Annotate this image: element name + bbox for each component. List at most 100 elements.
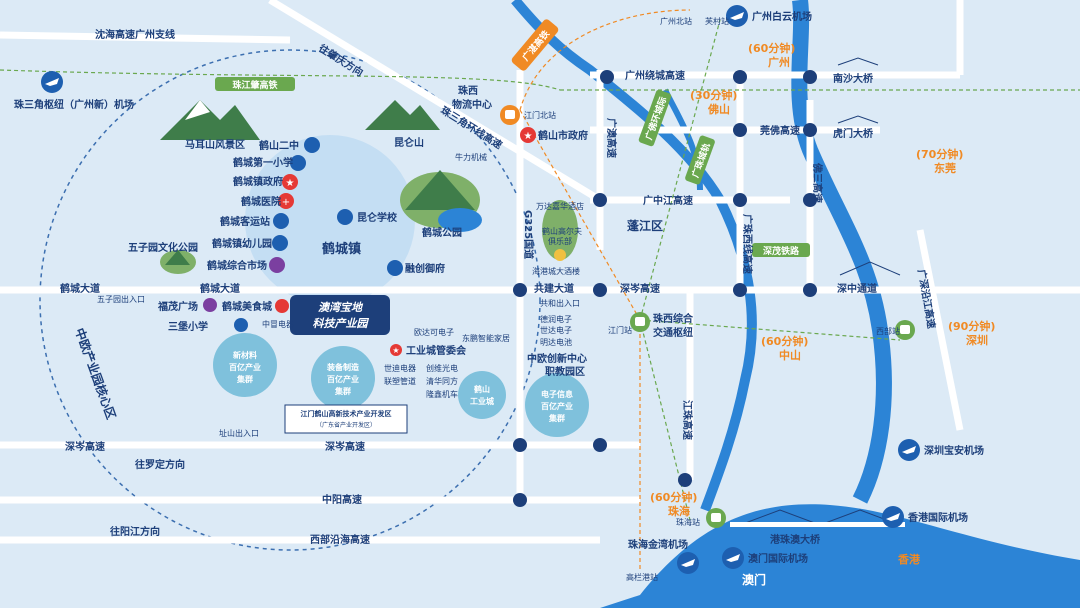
wuzi-park-hill [160, 250, 196, 274]
label-fumao: 福茂广场 [157, 300, 198, 313]
label-heshan-town: 鹤城镇 [322, 241, 361, 257]
label-longxi: 隆鑫机车 [426, 389, 458, 399]
label-furong: 芙村站 [705, 16, 729, 26]
label-hzm-bridge: 港珠澳大桥 [770, 533, 821, 546]
train-station-icon [500, 105, 520, 125]
cluster-heshan-ind-l2: 工业城 [470, 396, 494, 406]
interchange-nodes [513, 70, 817, 507]
label-shencen-east: 深岑高速 [620, 282, 660, 295]
label-gongjian: 共建大道 [534, 282, 574, 295]
label-golf-1: 鹤山高尔夫 [542, 226, 582, 236]
label-guangzhou-ring: 广州绕城高速 [625, 69, 685, 82]
label-rongchuang: 融创御府 [405, 262, 445, 275]
label-guangzhu-west: 广珠西线高速 [741, 214, 754, 274]
label-to-luoding: 往罗定方向 [135, 458, 185, 471]
label-zhuhai-jinwan: 珠海金湾机场 [628, 538, 688, 551]
label-niuli: 牛力机械 [455, 152, 487, 162]
hospital-icon: + [278, 193, 294, 209]
train-station-icon [706, 508, 726, 528]
label-heshan-park: 鹤城公园 [421, 226, 462, 239]
label-zhishan-exit: 址山出入口 [219, 428, 259, 438]
train-station-icon [895, 320, 915, 340]
hzm-bridge-deck [730, 522, 905, 527]
label-sz-airport: 深圳宝安机场 [924, 444, 984, 457]
market-icon [203, 298, 217, 312]
shenmao-rail-badge: 深茂铁路 [752, 243, 810, 257]
school-icon [290, 155, 306, 171]
label-sz-time: (90分钟) [948, 319, 995, 333]
food-icon [275, 299, 289, 313]
heshan-park-hill [400, 170, 482, 232]
label-zhuxi-hub-2: 交通枢纽 [653, 326, 693, 339]
dev-zone-l1: 江门鹤山高新技术产业开发区 [301, 409, 392, 418]
label-heshan-road: 鹤城大道 [199, 282, 240, 295]
label-shenhai-branch: 沈海高速广州支线 [95, 28, 175, 41]
project-logo-l1: 澳湾宝地 [318, 301, 364, 314]
label-shida: 世达电子 [540, 325, 572, 335]
cluster-heshan-ind-l1: 鹤山 [474, 384, 490, 394]
label-zs-time: (60分钟) [761, 334, 808, 348]
label-chuangwei: 创维光电 [426, 363, 458, 373]
train-station-icon [630, 312, 650, 332]
market-icon [269, 257, 285, 273]
label-wanda: 万达嘉华酒店 [536, 201, 584, 211]
label-kunlun-school: 昆仑学校 [357, 211, 398, 224]
label-zhongou-center-2: 职教园区 [545, 365, 585, 378]
cluster-equipment-l1: 装备制造 [326, 362, 359, 372]
label-pengjiang: 蓬江区 [627, 218, 663, 233]
svg-text:★: ★ [286, 178, 295, 189]
label-hk-airport: 香港国际机场 [908, 511, 968, 524]
plane-icon [41, 71, 63, 93]
label-guanfo: 莞佛高速 [760, 124, 800, 137]
label-gonghe-exit: 共和出入口 [540, 298, 580, 308]
label-zh-time: (60分钟) [650, 490, 697, 504]
label-zhongyang: 中阳高速 [322, 493, 362, 506]
label-western-coastal: 西部沿海高速 [310, 533, 370, 546]
project-logo[interactable]: 澳湾宝地 科技产业园 [290, 295, 390, 335]
label-heshan-road-west: 鹤城大道 [59, 282, 100, 295]
school-icon [304, 137, 320, 153]
cluster-new-material-l2: 百亿产业 [229, 362, 261, 372]
label-guangao: 广澳高速 [605, 118, 618, 158]
svg-text:+: + [282, 197, 290, 208]
mountain-maershan [160, 100, 260, 140]
label-zhuxi-hub-1: 珠西综合 [653, 312, 694, 325]
label-heshan-1xiao: 鹤城第一小学 [232, 156, 293, 169]
bus-icon [273, 213, 289, 229]
cluster-elec-l3: 集群 [548, 413, 565, 423]
label-fs-time: (30分钟) [690, 88, 737, 102]
label-dg-time: (70分钟) [916, 147, 963, 161]
label-gz-north: 广州北站 [660, 16, 692, 26]
label-heshan-hospital: 鹤城医院 [240, 195, 281, 208]
label-dongguan: 东莞 [934, 161, 956, 175]
cluster-new-material: 新材料 百亿产业 集群 [213, 333, 277, 397]
label-qinghua: 清华同方 [426, 376, 458, 386]
cluster-new-material-l1: 新材料 [233, 350, 257, 360]
development-zone-box: 江门鹤山高新技术产业开发区 （广东省产业开发区） [284, 404, 408, 434]
label-wuzi-exit: 五子园出入口 [97, 294, 145, 304]
cluster-equipment-l3: 集群 [334, 386, 351, 396]
golf-area [542, 200, 578, 260]
label-zhongmao: 中冒电器 [262, 319, 294, 329]
label-heshan-gov: 鹤山市政府 [537, 129, 588, 142]
label-deyu: 德润电子 [540, 314, 572, 324]
zhujiang-rail-badge: 珠江肇高铁 [215, 77, 295, 91]
plane-icon [882, 506, 904, 528]
school-icon [337, 209, 353, 225]
cluster-elec-l2: 百亿产业 [541, 401, 573, 411]
home-icon [387, 260, 403, 276]
label-shida2: 世迪电器 [384, 363, 416, 373]
zhujiang-rail-text: 珠江肇高铁 [232, 79, 277, 91]
label-zhuhai: 珠海 [668, 504, 690, 518]
plane-icon [722, 547, 744, 569]
label-jiangmen-station: 江门站 [608, 325, 632, 335]
label-nansha-bridge: 南沙大桥 [833, 72, 874, 85]
label-shenzhen: 深圳 [966, 333, 988, 347]
cluster-electronics: 电子信息 百亿产业 集群 [525, 373, 589, 437]
dev-zone-l2: （广东省产业开发区） [316, 421, 376, 429]
golf-icon [554, 249, 566, 261]
label-macau: 澳门 [742, 572, 766, 587]
